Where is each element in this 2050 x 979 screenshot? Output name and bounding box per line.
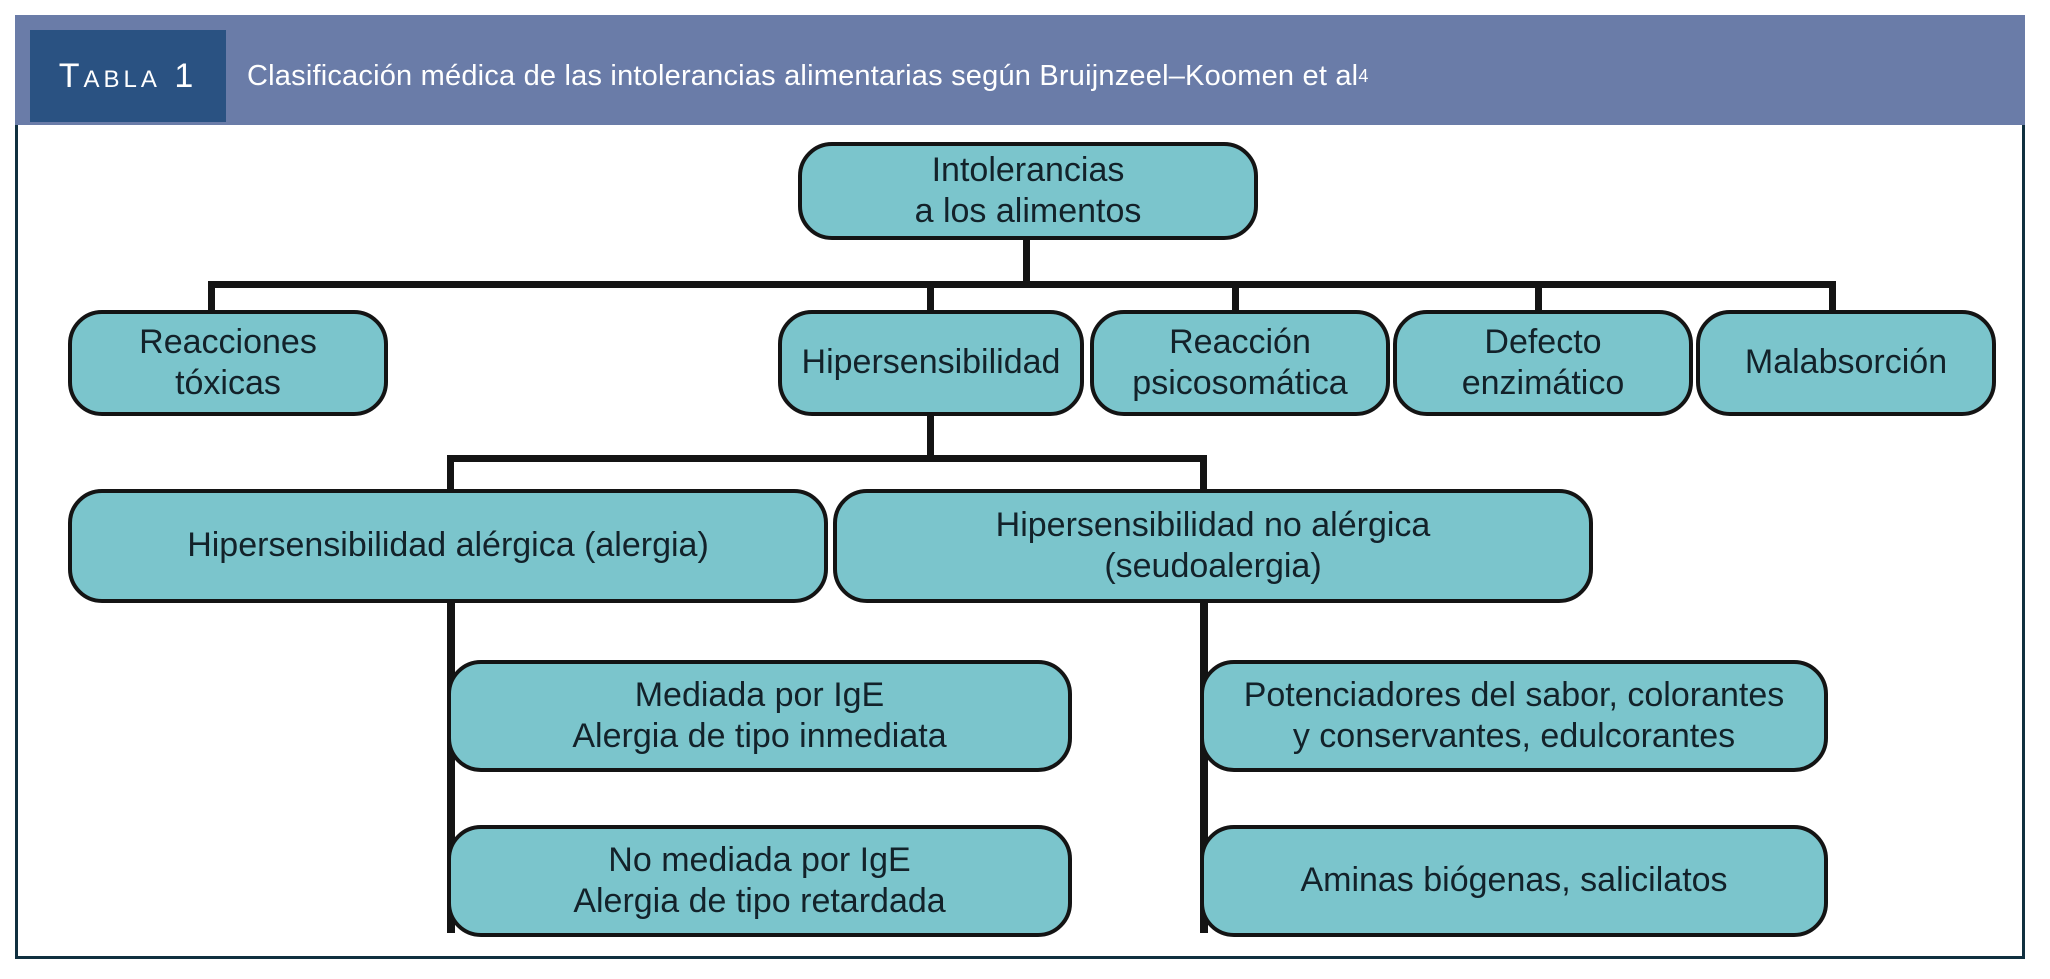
node-line-2: tóxicas xyxy=(175,364,281,402)
node-line-1: Hipersensibilidad no alérgica xyxy=(995,505,1431,544)
connector-drop-malabsorcion xyxy=(1829,281,1836,314)
node-line-2: Alergia de tipo retardada xyxy=(573,882,946,920)
node-line-2: Alergia de tipo inmediata xyxy=(572,717,947,755)
connector-no-alergica-spine xyxy=(1200,603,1208,933)
connector-row2-bus xyxy=(208,281,1836,288)
node-reacciones-toxicas[interactable]: Reacciones tóxicas xyxy=(68,310,388,416)
table-caption: Clasificación médica de las intolerancia… xyxy=(247,30,1369,122)
node-line-2: a los alimentos xyxy=(914,192,1142,230)
table-caption-reference: 4 xyxy=(1358,65,1369,86)
node-line-1: Reacciones xyxy=(139,322,317,361)
node-line-2: psicosomática xyxy=(1132,364,1348,402)
node-line-2: y conservantes, edulcorantes xyxy=(1292,717,1736,755)
node-mediada-por-ige[interactable]: Mediada por IgE Alergia de tipo inmediat… xyxy=(447,660,1072,772)
connector-hipersensibilidad-stem xyxy=(927,416,934,461)
node-line-1: Hipersensibilidad alérgica (alergia) xyxy=(187,526,709,565)
connector-drop-reaccion-psicosomatica xyxy=(1232,281,1239,314)
node-line-1: Reacción xyxy=(1169,322,1311,361)
node-line-1: No mediada por IgE xyxy=(608,840,911,879)
connector-alergica-spine xyxy=(447,603,455,933)
node-line-1: Mediada por IgE xyxy=(634,675,885,714)
node-line-1: Intolerancias xyxy=(931,150,1125,189)
node-line-1: Aminas biógenas, salicilatos xyxy=(1300,861,1728,900)
connector-drop-hipersensibilidad xyxy=(927,281,934,314)
table-header-band: Tabla 1 Clasificación médica de las into… xyxy=(15,15,2025,125)
table-number-badge: Tabla 1 xyxy=(30,30,226,122)
node-line-1: Potenciadores del sabor, colorantes xyxy=(1243,675,1785,714)
node-potenciadores-del-sabor[interactable]: Potenciadores del sabor, colorantes y co… xyxy=(1200,660,1828,772)
node-aminas-biogenas[interactable]: Aminas biógenas, salicilatos xyxy=(1200,825,1828,937)
node-hipersensibilidad-no-alergica[interactable]: Hipersensibilidad no alérgica (seudoaler… xyxy=(833,489,1593,603)
node-line-1: Hipersensibilidad xyxy=(801,343,1061,382)
node-line-2: enzimático xyxy=(1461,364,1625,402)
connector-root-stem xyxy=(1023,237,1030,286)
node-intolerancias-a-los-alimentos[interactable]: Intolerancias a los alimentos xyxy=(798,142,1258,240)
node-malabsorcion[interactable]: Malabsorción xyxy=(1696,310,1996,416)
table-caption-text: Clasificación médica de las intolerancia… xyxy=(247,59,1359,92)
node-defecto-enzimatico[interactable]: Defecto enzimático xyxy=(1393,310,1693,416)
node-line-1: Malabsorción xyxy=(1744,343,1948,382)
connector-drop-hipersensibilidad-alergica xyxy=(447,455,454,495)
node-no-mediada-por-ige[interactable]: No mediada por IgE Alergia de tipo retar… xyxy=(447,825,1072,937)
connector-drop-defecto-enzimatico xyxy=(1535,281,1542,314)
connector-drop-reacciones-toxicas xyxy=(208,281,215,314)
table-number-label: Tabla 1 xyxy=(58,56,198,95)
connector-row3-bus xyxy=(447,455,1207,462)
node-line-1: Defecto xyxy=(1484,322,1602,361)
node-hipersensibilidad[interactable]: Hipersensibilidad xyxy=(778,310,1084,416)
connector-drop-hipersensibilidad-no-alergica xyxy=(1200,455,1207,495)
node-reaccion-psicosomatica[interactable]: Reacción psicosomática xyxy=(1090,310,1390,416)
node-hipersensibilidad-alergica[interactable]: Hipersensibilidad alérgica (alergia) xyxy=(68,489,828,603)
node-line-2: (seudoalergia) xyxy=(1104,547,1322,585)
